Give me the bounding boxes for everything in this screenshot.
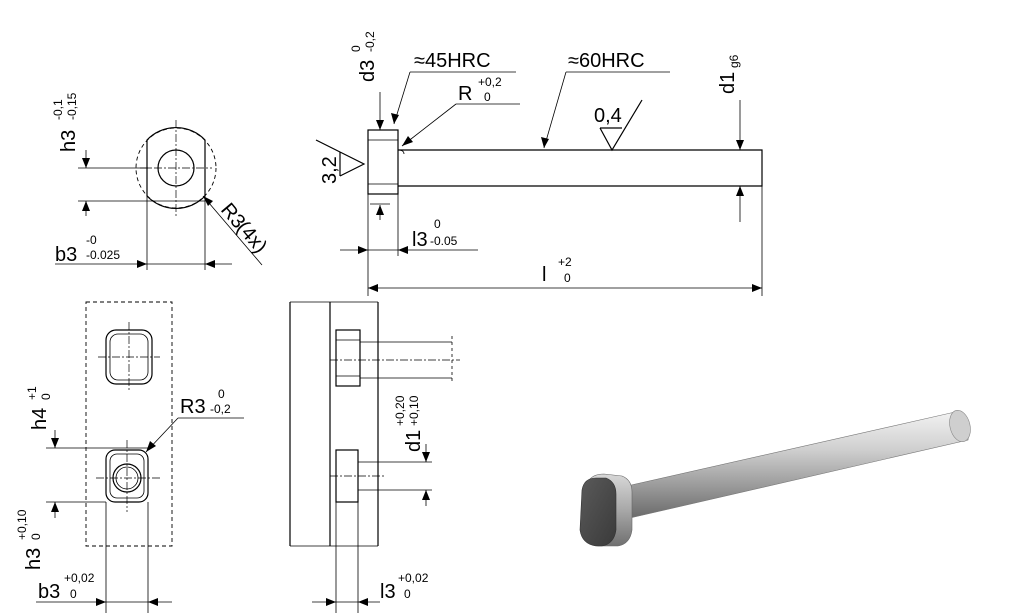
b3b-tol-lower: 0: [70, 587, 77, 601]
roughness-symbol: [599, 99, 643, 152]
pin-3d-render: [579, 409, 971, 547]
d1b-tol-lower: +0,10: [407, 395, 421, 426]
l3-tol-upper: 0: [434, 217, 441, 231]
l3b-tol-upper: +0,02: [398, 571, 429, 585]
pin-head-upper: [335, 329, 361, 387]
arrowhead: [376, 120, 384, 130]
d3-tol-upper: 0: [349, 45, 363, 52]
plate-outline: [85, 301, 173, 547]
b3b-label: b3: [38, 581, 60, 603]
arrowhead: [391, 113, 399, 124]
arrowhead: [398, 246, 408, 254]
head-radius-circle: [135, 127, 217, 209]
h3-tol-lower: -0,15: [65, 92, 79, 120]
r3b-label: R3: [180, 396, 206, 418]
arrowhead: [51, 502, 59, 512]
arrowhead: [51, 438, 59, 448]
d1b-label: d1: [403, 430, 425, 452]
roughness-symbol: [339, 151, 366, 177]
shaft-rect: [398, 149, 763, 187]
d1-label: d1: [717, 72, 739, 94]
end-view: h3 -0,1 -0,15 b3 -0 -0.025 R3 (4x): [51, 92, 271, 270]
arrowhead: [402, 136, 413, 146]
h3b-tol-upper: +0,10: [15, 509, 29, 540]
arrowhead: [752, 284, 762, 292]
r-label: R: [458, 83, 472, 105]
r-tol-upper: +0,2: [478, 75, 502, 89]
h4-tol-upper: +1: [25, 386, 39, 400]
arrowhead: [203, 196, 213, 206]
arrowhead: [358, 246, 368, 254]
d3-tol-lower: -0,2: [363, 31, 377, 52]
head-rect: [367, 129, 399, 195]
l3b-tol-lower: 0: [404, 587, 411, 601]
arrowhead: [96, 598, 106, 606]
arrowhead: [736, 140, 744, 150]
b3-tol-lower: -0.025: [86, 248, 120, 262]
plate-top-view: h4 +1 0 h3 +0,10 0 R3 0 -0,2 b3 +0,02 0: [15, 301, 244, 613]
b3-label: b3: [55, 244, 77, 266]
d1b-tol-upper: +0,20: [393, 395, 407, 426]
arrowhead: [422, 452, 430, 462]
l3b-label: l3: [380, 581, 396, 603]
arrowhead: [146, 441, 156, 452]
leader-line: [543, 71, 567, 149]
b3-tol-upper: -0: [86, 233, 97, 247]
hrc45-label: ≈45HRC: [414, 50, 491, 72]
fillet: [397, 149, 405, 155]
l-tol-upper: +2: [558, 255, 572, 269]
h4-label: h4: [29, 408, 51, 430]
l-label: l: [542, 264, 546, 286]
section-view: d1 +0,20 +0,10 l3 +0,02 0: [289, 301, 460, 613]
l-tol-lower: 0: [564, 271, 571, 285]
d3-label: d3: [357, 60, 379, 82]
d1-tol: g6: [727, 54, 741, 68]
arrowhead: [82, 158, 90, 168]
arrowhead: [368, 284, 378, 292]
arrowhead: [205, 260, 215, 268]
arrowhead: [148, 598, 158, 606]
leader-line: [401, 103, 457, 147]
h3-tol-upper: -0,1: [51, 99, 65, 120]
h3b-tol-lower: 0: [29, 533, 43, 540]
r3b-tol-upper: 0: [218, 387, 225, 401]
arrowhead: [736, 186, 744, 196]
leader-line: [202, 195, 263, 266]
h4-tol-lower: 0: [39, 393, 53, 400]
arrowhead: [358, 598, 368, 606]
h3-label: h3: [58, 130, 80, 152]
l3-label: l3: [412, 229, 428, 251]
head-face-3d: [579, 477, 617, 547]
arrowhead: [326, 598, 336, 606]
b3b-tol-upper: +0,02: [64, 571, 95, 585]
h3b-label: h3: [23, 548, 45, 570]
arrowhead: [541, 137, 549, 148]
arrowhead: [137, 260, 147, 268]
hrc60-label: ≈60HRC: [568, 50, 645, 72]
roughness-04-label: 0,4: [594, 105, 622, 127]
arrowhead: [82, 201, 90, 211]
r-tol-lower: 0: [484, 90, 491, 104]
roughness-32-label: 3,2: [319, 156, 341, 184]
l3-tol-lower: -0.05: [430, 234, 458, 248]
arrowhead: [376, 205, 384, 215]
shaft-end-3d: [949, 409, 971, 443]
r3b-tol-lower: -0,2: [210, 402, 231, 416]
arrowhead: [422, 490, 430, 500]
shaft-3d: [617, 411, 969, 519]
side-view: d3 0 -0,2 ≈45HRC R +0,2 0 ≈60HRC 0,4 3,2: [315, 31, 763, 296]
roughness-symbol: [315, 139, 341, 153]
